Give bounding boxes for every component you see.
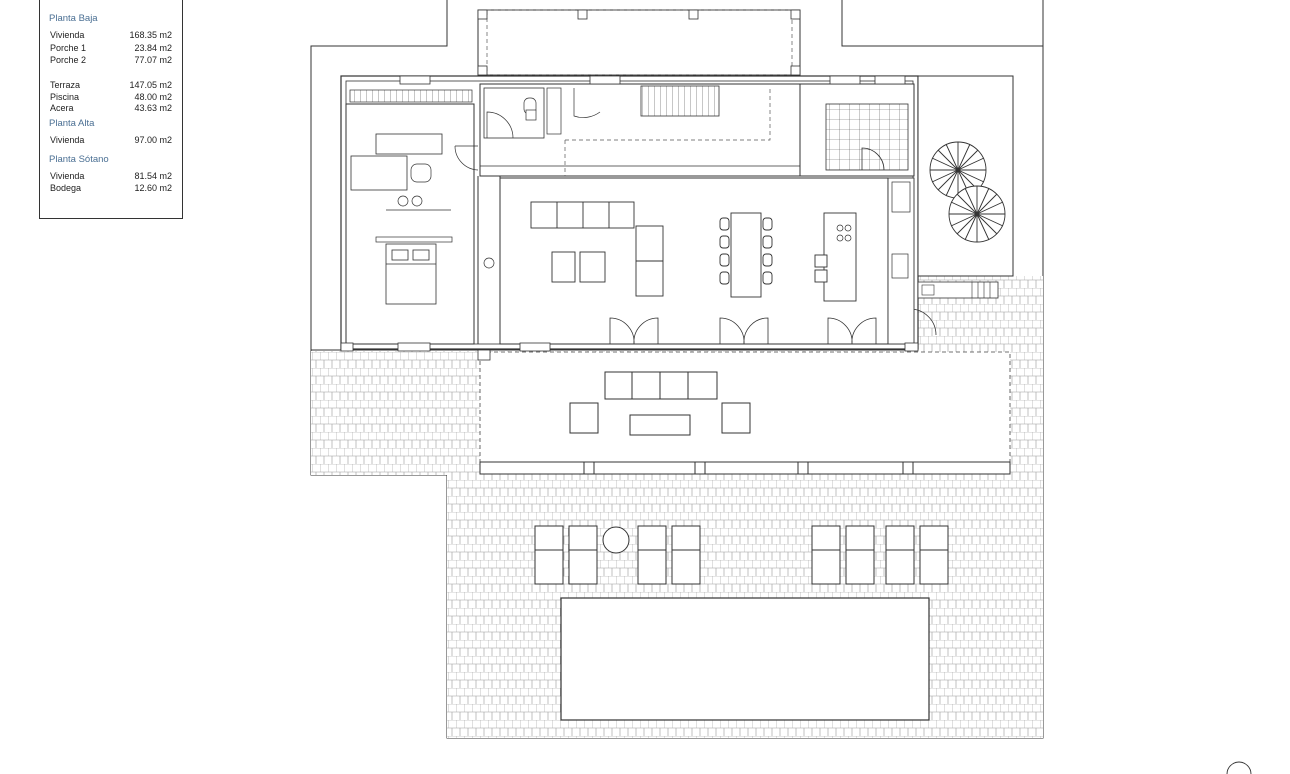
living-sofa [530, 201, 664, 297]
wardrobe [349, 89, 473, 103]
north-arrow-icon [1226, 761, 1252, 774]
legend-heading-planta-alta: Planta Alta [49, 118, 95, 129]
bed-icon [385, 243, 437, 305]
hob-icon [836, 224, 852, 242]
wall-piers [340, 75, 919, 361]
tree-icon [929, 141, 1006, 243]
sun-loungers [534, 525, 949, 585]
sink-icon [525, 109, 537, 121]
legend-heading-planta-sotano: Planta Sótano [49, 154, 109, 165]
staircase [640, 85, 720, 117]
porch-columns [583, 461, 914, 475]
legend-heading-planta-baja: Planta Baja [49, 13, 98, 24]
entry-porch [477, 9, 801, 76]
outdoor-sofa [569, 371, 751, 436]
dining-table [719, 212, 773, 298]
pool [560, 597, 930, 721]
terrace-doors [609, 317, 877, 345]
